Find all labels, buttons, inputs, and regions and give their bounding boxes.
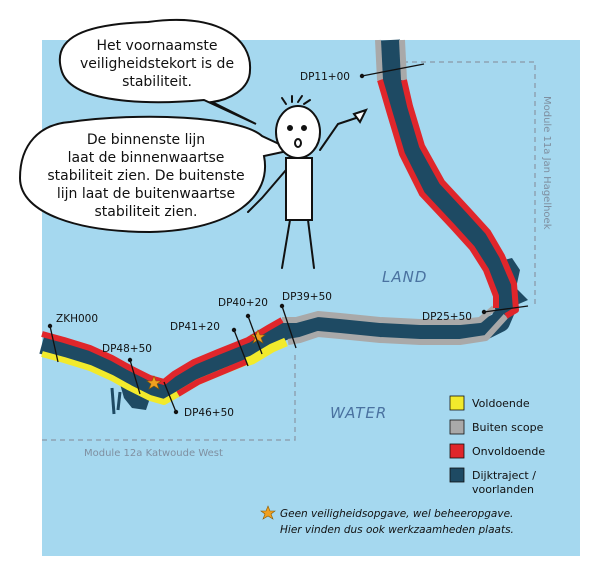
module-east-boundary xyxy=(385,61,536,308)
dike-grey-out-of-scope-3 xyxy=(287,313,509,345)
stick-figure xyxy=(247,95,368,269)
legend-label-onvoldoende: Onvoldoende xyxy=(472,445,545,458)
legend-swatch-voldoende xyxy=(449,395,465,411)
dike-grey-out-of-scope-4 xyxy=(282,305,496,325)
marker-dp41 xyxy=(233,329,249,367)
bubble-left-line-3: stabiliteit zien. De buitenste xyxy=(47,168,244,184)
dike-red-outer-east xyxy=(377,79,499,308)
label-dp11: DP11+00 xyxy=(300,71,350,83)
star-icon-east xyxy=(250,329,266,344)
bubble-top-line-3: stabiliteit. xyxy=(122,74,192,90)
label-dp25: DP25+50 xyxy=(422,311,472,323)
dike-red-outer-west-segment xyxy=(176,359,248,397)
marker-dp11 xyxy=(361,63,425,77)
dike-grey-out-of-scope-2 xyxy=(399,39,407,81)
module-west-boundary xyxy=(42,352,296,441)
legend: Voldoende Buiten scope Onvoldoende Dijkt… xyxy=(449,395,545,496)
bubble-left-line-4: lijn laat de buitenwaartse xyxy=(57,186,235,202)
legend-label-voorlanden: voorlanden xyxy=(472,483,534,496)
dike-red-inner-east xyxy=(401,79,519,319)
legend-swatch-buiten-scope xyxy=(449,419,465,435)
label-dp41: DP41+20 xyxy=(170,321,220,333)
bubble-left-line-2: laat de binnenwaartse xyxy=(68,150,225,166)
legend-label-buiten-scope: Buiten scope xyxy=(472,421,544,434)
label-water: WATER xyxy=(330,404,387,422)
legend-swatch-dijktraject xyxy=(449,467,465,483)
label-module-west: Module 12a Katwoude West xyxy=(84,448,223,459)
label-dp48: DP48+50 xyxy=(102,343,152,355)
note-line-1: Geen veiligheidsopgave, wel beheeropgave… xyxy=(280,508,513,520)
marker-dp40 xyxy=(247,315,263,355)
marker-dp39 xyxy=(281,305,297,349)
dike-grey-out-of-scope xyxy=(375,39,383,81)
marker-dp46 xyxy=(163,381,177,413)
legend-label-dijktraject: Dijktraject / xyxy=(472,469,536,482)
label-dp46: DP46+50 xyxy=(184,407,234,419)
marker-zkh xyxy=(49,325,59,363)
label-dp39: DP39+50 xyxy=(282,291,332,303)
label-module-east: Module 11a Jan Hagelhoek xyxy=(541,96,552,230)
legend-label-voldoende: Voldoende xyxy=(472,397,530,410)
marker-dp25 xyxy=(483,305,529,313)
bubble-left-line-1: De binnenste lijn xyxy=(87,132,205,148)
groyne-1 xyxy=(110,387,116,415)
note-line-2: Hier vinden dus ook werkzaamheden plaats… xyxy=(280,524,514,536)
legend-swatch-onvoldoende xyxy=(449,443,465,459)
bubble-top-line-1: Het voornaamste xyxy=(96,38,217,54)
star-icon-note xyxy=(260,505,276,520)
marker-dp48 xyxy=(129,359,141,395)
star-icon-west xyxy=(146,375,162,390)
label-zkh: ZKH000 xyxy=(56,313,98,325)
groyne-2 xyxy=(116,391,122,411)
speech-bubble-top: Het voornaamste veiligheidstekort is de … xyxy=(59,18,257,125)
label-dp40: DP40+20 xyxy=(218,297,268,309)
label-land: LAND xyxy=(382,268,427,286)
bubble-left-line-5: stabiliteit zien. xyxy=(94,204,197,220)
speech-bubble-left: De binnenste lijn laat de binnenwaartse … xyxy=(18,115,296,234)
bubble-top-line-2: veiligheidstekort is de xyxy=(80,56,234,72)
